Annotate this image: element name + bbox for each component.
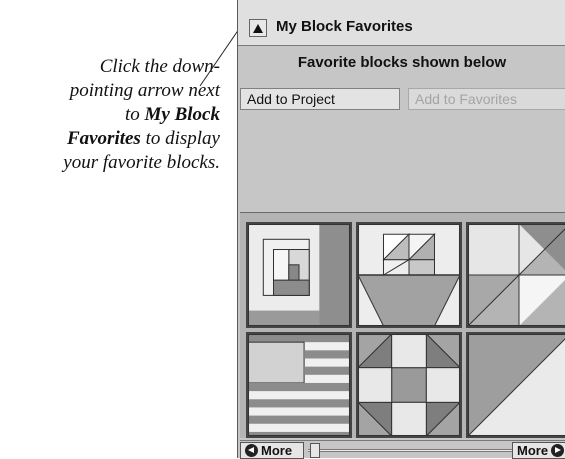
pinwheel-triangles-block[interactable] [466, 222, 565, 328]
add-to-project-button[interactable]: Add to Project [240, 88, 400, 110]
callout-line-5: your favorite blocks. [63, 152, 220, 173]
favorites-gallery [240, 212, 565, 438]
callout-line-3: to [125, 104, 140, 125]
shoofly-block[interactable] [356, 332, 462, 438]
more-left-button[interactable]: More [240, 442, 304, 459]
basket-block[interactable] [356, 222, 462, 328]
more-right-label: More [517, 443, 549, 458]
triangle-up-icon [253, 24, 263, 33]
panel-title: My Block Favorites [276, 18, 413, 35]
scroll-thumb[interactable] [310, 443, 320, 458]
scroll-track[interactable] [308, 449, 512, 452]
half-square-triangle-block[interactable] [466, 332, 565, 438]
horizontal-scrollbar[interactable]: More More [240, 440, 565, 459]
panel-header: My Block Favorites [238, 0, 565, 46]
add-to-favorites-button[interactable]: Add to Favorites [408, 88, 565, 110]
callout-emphasis-1: My Block [144, 104, 220, 125]
more-right-button[interactable]: More [512, 442, 565, 459]
log-cabin-block[interactable] [246, 222, 352, 328]
right-arrow-icon [551, 444, 565, 458]
callout-line-1: Click the down- [99, 56, 220, 77]
instruction-callout: Click the down- pointing arrow next to M… [0, 55, 220, 175]
expand-collapse-button[interactable] [249, 19, 267, 37]
panel-subtitle: Favorite blocks shown below [297, 54, 507, 71]
callout-line-4: to display [145, 128, 220, 149]
callout-emphasis-2: Favorites [66, 128, 141, 149]
more-left-label: More [261, 443, 293, 458]
callout-line-2: pointing arrow next [69, 80, 220, 101]
flag-stripes-block[interactable] [246, 332, 352, 438]
left-arrow-icon [245, 444, 258, 458]
block-favorites-panel: My Block Favorites Favorite blocks shown… [237, 0, 565, 459]
